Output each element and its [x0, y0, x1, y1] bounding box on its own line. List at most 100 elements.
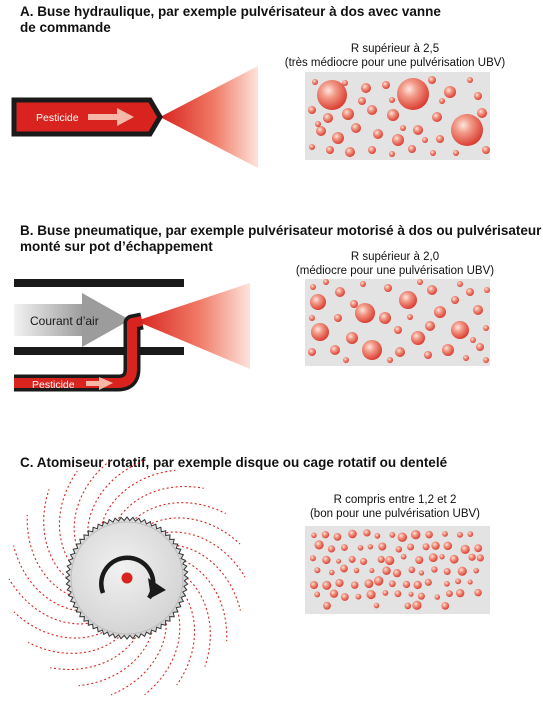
droplet	[377, 555, 385, 564]
droplet	[388, 580, 396, 588]
section-b-air-duct-bottom	[14, 347, 184, 355]
droplet	[443, 541, 453, 551]
droplet	[323, 113, 333, 123]
section-b-pipe-label: Pesticide	[32, 379, 75, 391]
section-a-pipe-label: Pesticide	[36, 112, 79, 124]
section-b-droplets	[308, 279, 490, 363]
section-a-flow-arrow	[88, 108, 134, 126]
droplet	[456, 531, 463, 538]
droplet	[384, 284, 392, 292]
droplet	[473, 567, 479, 574]
droplet	[379, 312, 391, 324]
section-a-caption-line2: (très médiocre pour une pulvérisation UB…	[284, 57, 506, 69]
section-c-title: C. Atomiseur rotatif, par exemple disque…	[20, 455, 447, 471]
spray-streak	[58, 470, 78, 562]
droplet	[355, 593, 362, 600]
section-b-caption: R supérieur à 2,0 (médiocre pour une pul…	[276, 250, 514, 278]
droplet	[476, 554, 484, 562]
droplet	[330, 345, 340, 355]
droplet	[407, 314, 413, 320]
droplet	[431, 541, 440, 550]
droplet	[382, 566, 391, 575]
droplet	[367, 105, 377, 115]
spray-streak	[135, 502, 227, 520]
droplet	[373, 129, 383, 139]
droplet	[382, 590, 389, 596]
droplet	[474, 588, 482, 597]
droplet	[408, 566, 416, 574]
droplet	[467, 579, 473, 585]
section-a-title-line2: de commande	[20, 20, 111, 35]
droplet	[424, 578, 432, 586]
droplet	[355, 303, 375, 323]
droplet	[408, 145, 416, 153]
droplet	[418, 570, 425, 576]
droplet	[473, 305, 483, 315]
section-b-air-label: Courant d’air	[30, 314, 99, 328]
section-c-disc-rim	[70, 521, 184, 635]
droplet	[483, 357, 489, 363]
droplet	[308, 348, 316, 356]
section-a-caption-line1: R supérieur à 2,5	[350, 43, 440, 55]
droplet	[455, 578, 462, 585]
droplet	[378, 542, 387, 551]
droplet	[340, 593, 349, 601]
droplet	[327, 545, 336, 553]
section-b-nozzle: Courant d’air Pesticide	[14, 279, 250, 392]
spray-streak	[151, 517, 241, 545]
droplet	[417, 279, 423, 285]
section-b-caption-line2: (médiocre pour une pulvérisation UBV)	[295, 265, 495, 277]
droplet	[428, 76, 436, 84]
droplet	[367, 544, 374, 550]
section-a-droplets	[308, 76, 490, 157]
section-c-disc-center-dot	[121, 572, 133, 584]
droplet	[434, 594, 441, 600]
droplet	[336, 558, 342, 564]
droplet	[451, 296, 459, 304]
spray-streak	[101, 469, 176, 524]
droplet	[363, 529, 371, 537]
droplet	[350, 300, 358, 308]
droplet	[484, 287, 490, 293]
section-c-title-line: C. Atomiseur rotatif, par exemple disque…	[20, 455, 448, 470]
droplet	[385, 555, 395, 566]
droplet	[358, 97, 366, 105]
spray-streak	[13, 611, 103, 639]
droplet	[309, 144, 315, 150]
droplet	[417, 592, 425, 600]
droplet	[427, 285, 437, 295]
droplet	[415, 555, 424, 565]
section-a-spray-cone	[160, 66, 258, 168]
spray-streak	[177, 545, 241, 611]
droplet	[335, 578, 344, 588]
droplet	[394, 326, 402, 334]
section-c-caption: R compris entre 1,2 et 2 (bon pour une p…	[283, 493, 507, 521]
droplet	[430, 150, 436, 156]
droplet	[321, 531, 330, 539]
droplet	[374, 532, 381, 539]
droplet	[436, 135, 444, 143]
droplet	[434, 306, 446, 318]
section-c-caption-line1: R compris entre 1,2 et 2	[333, 494, 457, 506]
droplet	[316, 126, 326, 136]
droplet	[360, 281, 366, 287]
droplet	[407, 543, 415, 551]
droplet	[442, 531, 448, 537]
droplet	[442, 344, 454, 356]
droplet	[364, 579, 374, 589]
droplet	[397, 532, 408, 542]
droplet	[413, 580, 422, 590]
droplet	[311, 323, 329, 341]
spray-streak	[73, 460, 110, 546]
droplet	[424, 351, 432, 359]
droplet	[333, 533, 342, 541]
spray-streak	[27, 636, 119, 654]
droplet	[329, 589, 339, 598]
spray-streak	[78, 632, 153, 687]
section-b-caption-line1: R supérieur à 2,0	[350, 251, 440, 263]
droplet	[444, 86, 456, 98]
spray-streak	[144, 610, 181, 696]
droplet	[309, 315, 315, 321]
droplet	[317, 80, 347, 110]
